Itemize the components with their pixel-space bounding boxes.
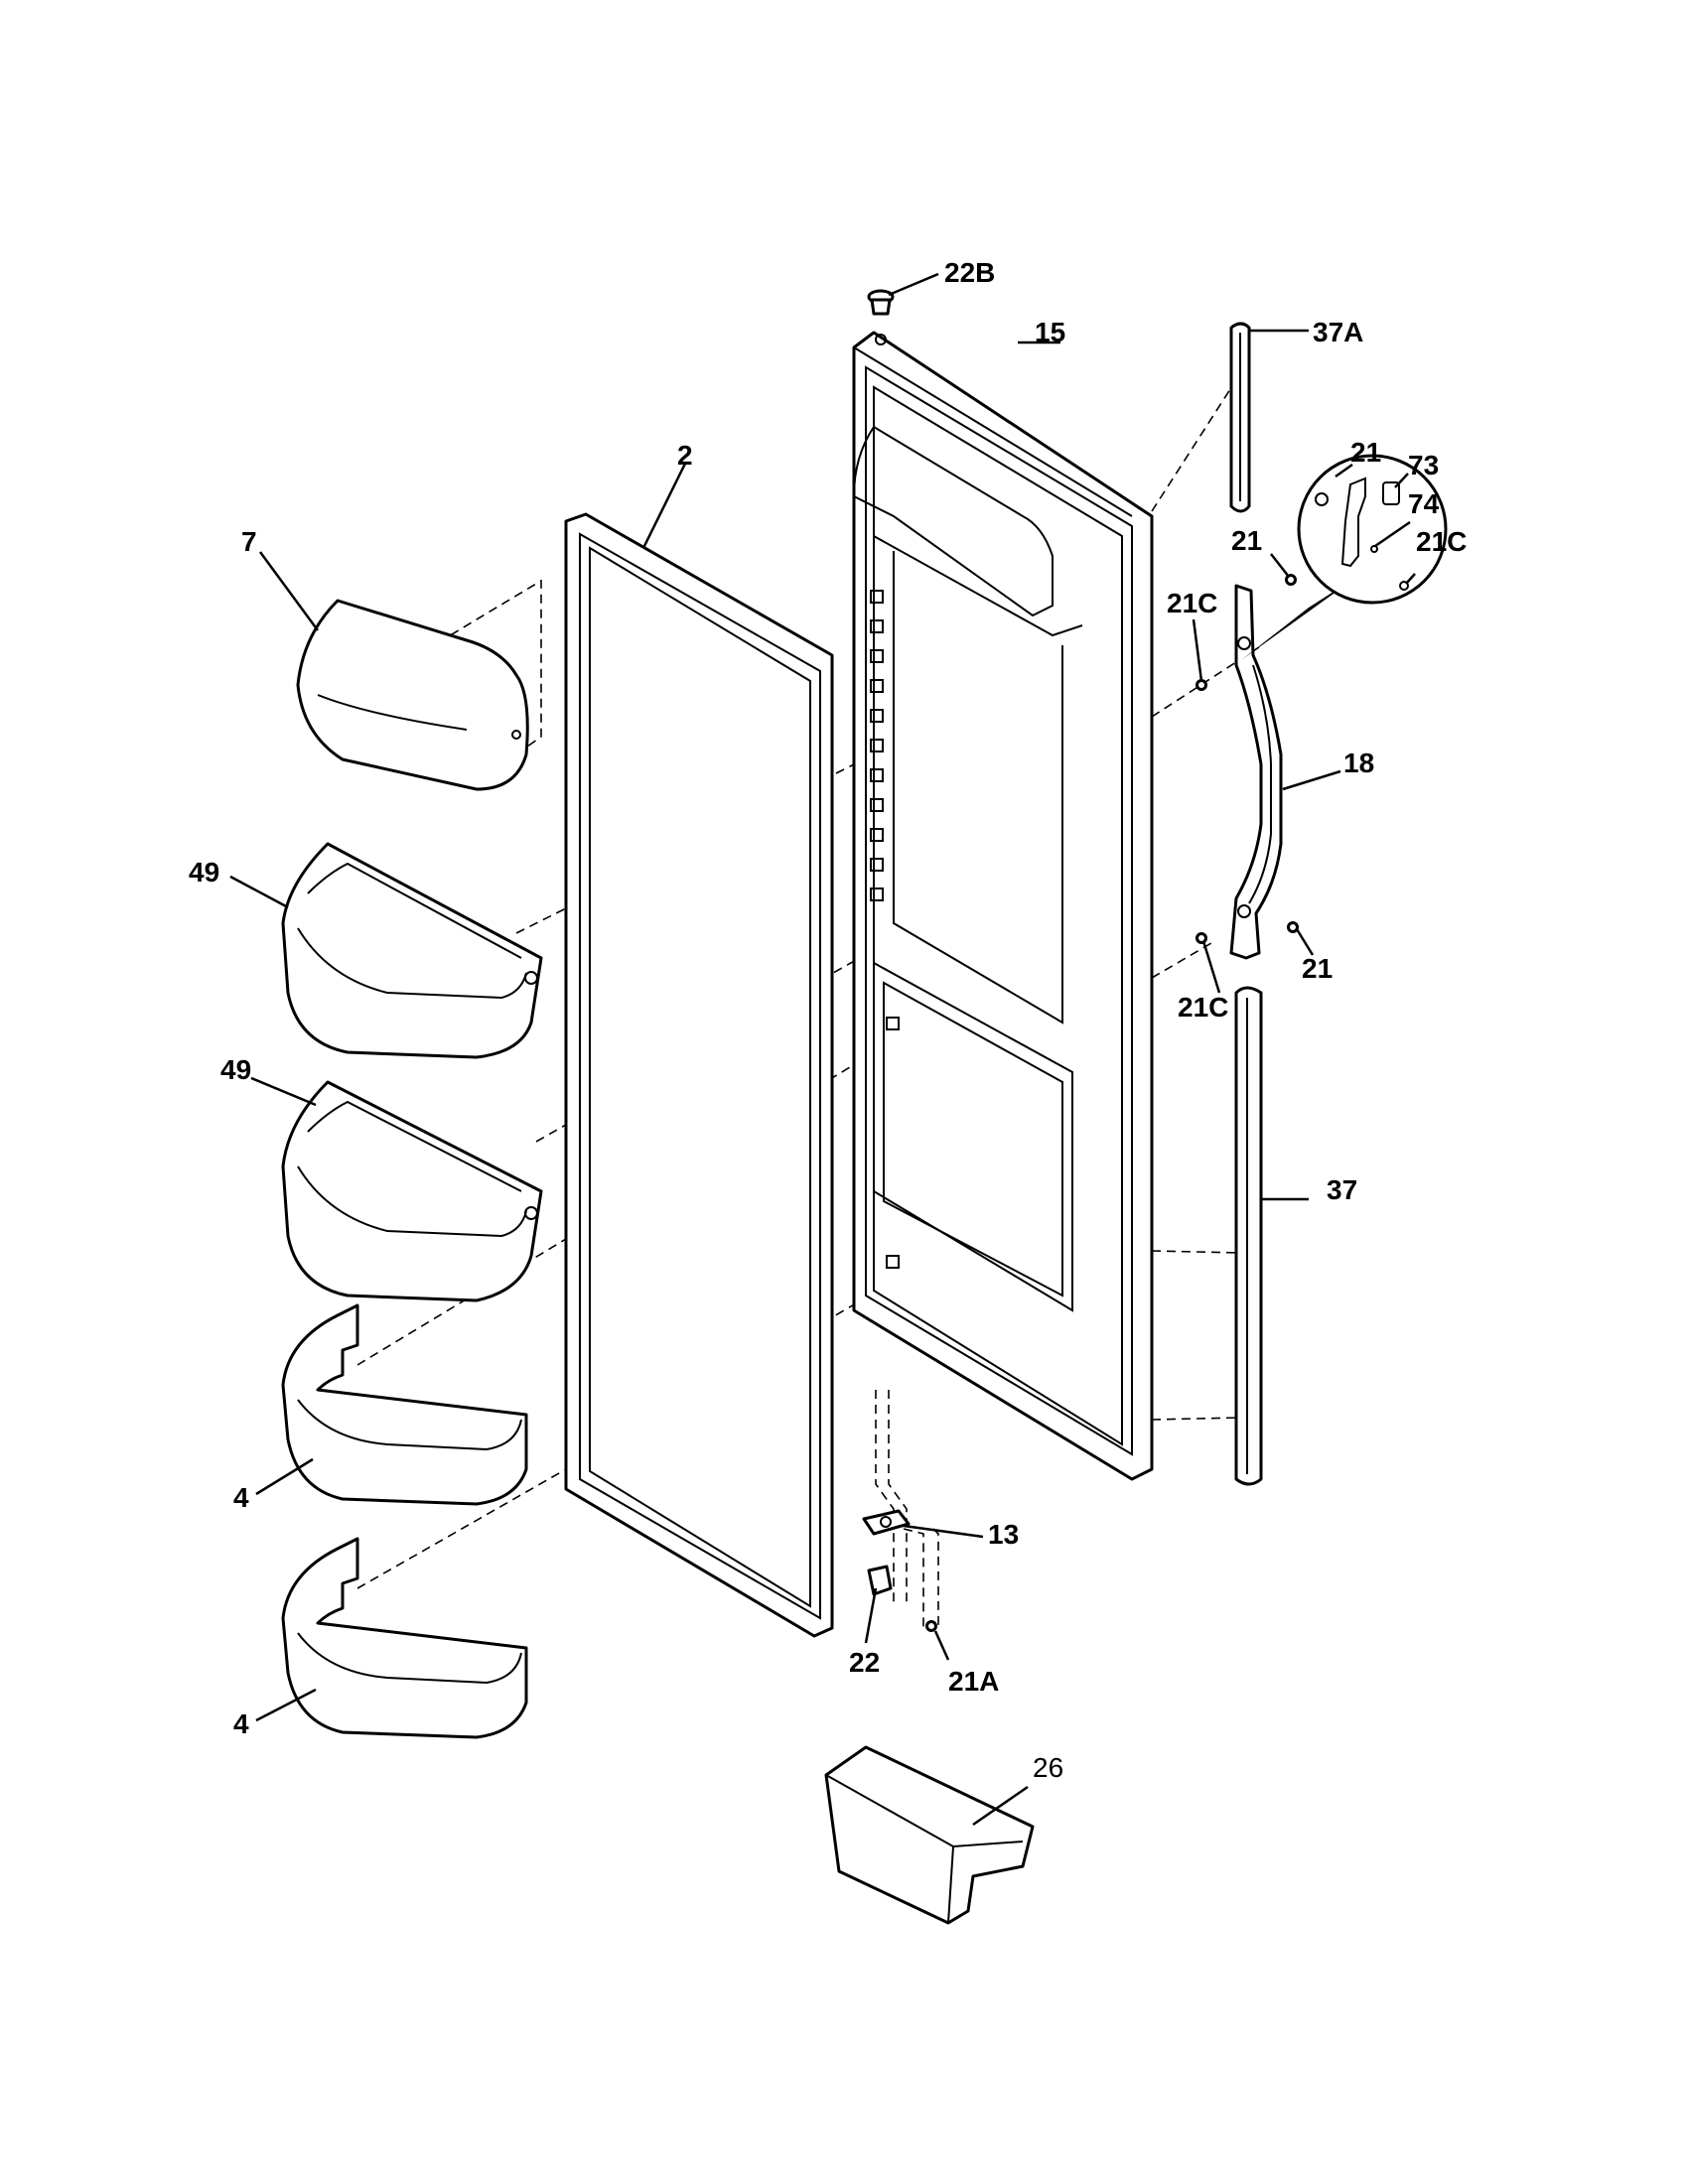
part-13-hinge-bracket (862, 1509, 911, 1536)
part-22-hinge-pin (867, 1565, 893, 1596)
part-37-trim-bottom (1234, 986, 1263, 1486)
label-22B: 22B (944, 257, 995, 288)
part-18-door-handle (1229, 584, 1283, 960)
label-21C-upper: 21C (1167, 588, 1217, 618)
part-49-door-bin-upper (281, 842, 543, 1059)
label-37A: 37A (1313, 317, 1363, 347)
label-26: 26 (1033, 1752, 1063, 1783)
label-4-lower: 4 (233, 1708, 249, 1739)
hinge-detail-callout (1241, 454, 1448, 660)
label-7: 7 (241, 526, 257, 557)
label-15: 15 (1035, 317, 1065, 347)
label-49-lower: 49 (220, 1054, 251, 1085)
screw-21-upper (1285, 574, 1297, 586)
part-2-door-gasket (564, 512, 834, 1638)
label-22: 22 (849, 1647, 880, 1678)
screw-21A (925, 1620, 937, 1632)
part-49-door-bin-lower (281, 1080, 543, 1302)
part-4-door-shelf-lower (281, 1537, 528, 1739)
label-21-upper: 21 (1231, 525, 1262, 556)
label-18: 18 (1343, 748, 1374, 778)
part-26-tray (824, 1745, 1035, 1925)
label-21-lower: 21 (1302, 953, 1333, 984)
screws (925, 574, 1299, 1632)
leader-lines (229, 272, 1416, 1827)
label-13: 13 (988, 1519, 1019, 1550)
label-21A: 21A (948, 1666, 999, 1697)
label-49-upper: 49 (189, 857, 219, 887)
screw-21C-upper (1196, 679, 1207, 691)
label-37: 37 (1327, 1174, 1357, 1205)
label-21C-detail: 21C (1416, 526, 1467, 557)
label-74: 74 (1408, 488, 1440, 519)
part-37A-trim-top (1229, 322, 1251, 513)
part-22B-hinge-bushing (867, 289, 895, 316)
screw-21C-lower (1196, 932, 1207, 944)
label-73: 73 (1408, 450, 1439, 480)
label-21C-lower: 21C (1178, 992, 1228, 1023)
label-2: 2 (677, 440, 693, 471)
label-4-upper: 4 (233, 1482, 249, 1513)
shelf-rail-nubs (870, 590, 900, 1269)
label-21-detail: 21 (1350, 437, 1381, 468)
callout-labels: 22B 15 37A 2 7 21 73 74 21C 21 21C 18 49… (189, 257, 1467, 1783)
part-15-door-liner (852, 331, 1154, 1481)
part-7-dairy-door (296, 599, 529, 791)
screw-21-lower (1287, 921, 1299, 933)
part-4-door-shelf-upper (281, 1303, 528, 1506)
